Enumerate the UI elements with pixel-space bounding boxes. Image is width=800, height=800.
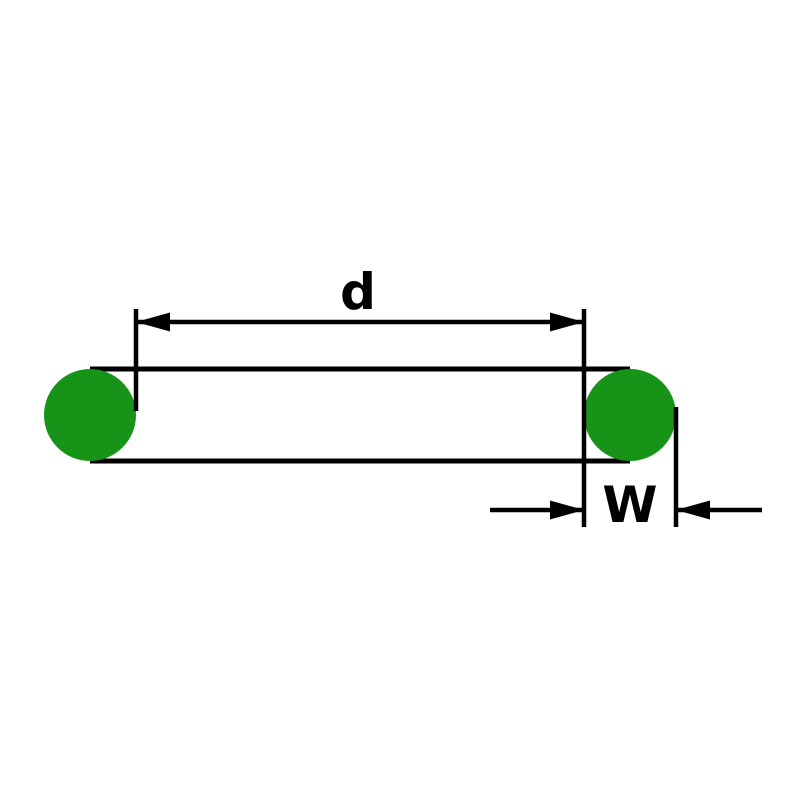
arrowhead-d-left xyxy=(136,312,170,332)
dimension-lines-group xyxy=(133,309,762,527)
arrowhead-d-right xyxy=(550,312,584,332)
oring-sections-group xyxy=(44,369,676,461)
labels-group: d W xyxy=(340,263,657,534)
label-cross-section-width: W xyxy=(602,476,657,534)
arrowheads-group xyxy=(136,312,710,520)
arrowhead-w-left xyxy=(550,500,584,520)
oring-cross-section-right xyxy=(584,369,676,461)
oring-cross-section-left xyxy=(44,369,136,461)
ring-profile-lines-group xyxy=(90,366,630,464)
label-inner-diameter: d xyxy=(340,263,376,321)
arrowhead-w-right xyxy=(676,500,710,520)
